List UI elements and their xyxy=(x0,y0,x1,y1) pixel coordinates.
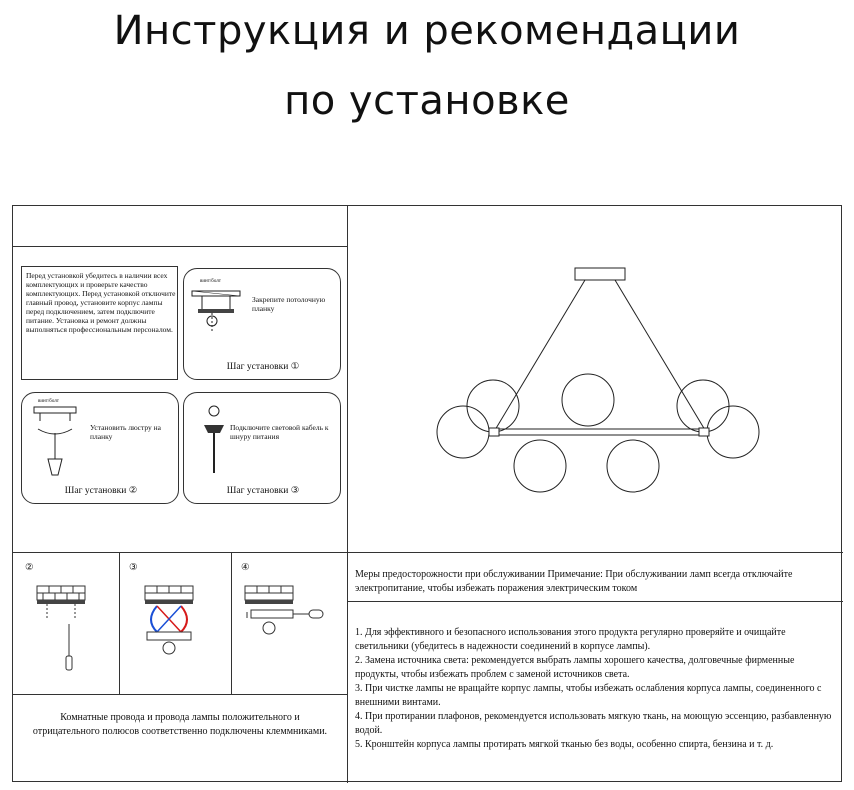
diagram-divider-2 xyxy=(231,552,232,694)
diagram-number-4: ④ xyxy=(241,563,250,573)
step2-tag: винт/болт xyxy=(38,399,59,404)
step2-label: Шаг установки ② xyxy=(64,486,138,496)
note-5: 5. Кронштейн корпуса лампы протирать мяг… xyxy=(355,739,774,750)
diagram-divider-1 xyxy=(119,552,120,694)
step1-tag: винт/болт xyxy=(200,279,221,284)
chandelier-drawing xyxy=(436,267,760,493)
mount-chandelier-diagram xyxy=(33,406,77,476)
step1-label: Шаг установки ① xyxy=(226,362,300,372)
page-title-line-2: по установке xyxy=(284,78,570,124)
intro-box: Перед установкой убедитесь в наличии все… xyxy=(21,266,178,380)
note-1: 1. Для эффективного и безопасного исполь… xyxy=(355,627,786,652)
center-divider xyxy=(347,206,348,783)
step2-card: винт/болт Установить люстру на планку Ша… xyxy=(21,392,179,504)
connect-cable-diagram xyxy=(204,405,224,473)
instruction-sheet: Перед установкой убедитесь в наличии все… xyxy=(12,205,843,783)
left-top-divider xyxy=(13,246,347,247)
ceiling-plate-diagram xyxy=(191,290,241,333)
right-divider xyxy=(347,601,843,602)
note-4: 4. При протирании плафонов, рекомендуетс… xyxy=(355,711,832,736)
brick-ceiling-diagram-2 xyxy=(36,585,86,671)
step1-text: Закрепите потолочную планку xyxy=(252,295,326,313)
note-3: 3. При чистке лампы не вращайте корпус л… xyxy=(355,683,822,708)
middle-divider xyxy=(13,552,843,553)
diagram-number-2: ② xyxy=(25,563,34,573)
left-bottom-divider xyxy=(13,694,347,695)
precaution-text: Меры предосторожности при обслуживании П… xyxy=(355,569,793,594)
brick-ceiling-diagram-3 xyxy=(144,585,194,655)
page-title-line-1: Инструкция и рекомендации xyxy=(113,8,741,54)
step2-text: Установить люстру на планку xyxy=(90,423,161,441)
step1-card: винт/болт Закрепите потолочную планку Ша… xyxy=(183,268,341,380)
intro-text: Перед установкой убедитесь в наличии все… xyxy=(26,271,176,334)
diagram-number-3: ③ xyxy=(129,563,138,573)
step3-card: Подключите световой кабель к шнуру питан… xyxy=(183,392,341,504)
step3-text: Подключите световой кабель к шнуру питан… xyxy=(230,423,329,441)
maintenance-notes: 1. Для эффективного и безопасного исполь… xyxy=(355,626,839,752)
brick-ceiling-diagram-4 xyxy=(244,585,324,635)
step3-label: Шаг установки ③ xyxy=(226,486,300,496)
wiring-caption: Комнатные провода и провода лампы положи… xyxy=(32,712,328,737)
note-2: 2. Замена источника света: рекомендуется… xyxy=(355,655,795,680)
